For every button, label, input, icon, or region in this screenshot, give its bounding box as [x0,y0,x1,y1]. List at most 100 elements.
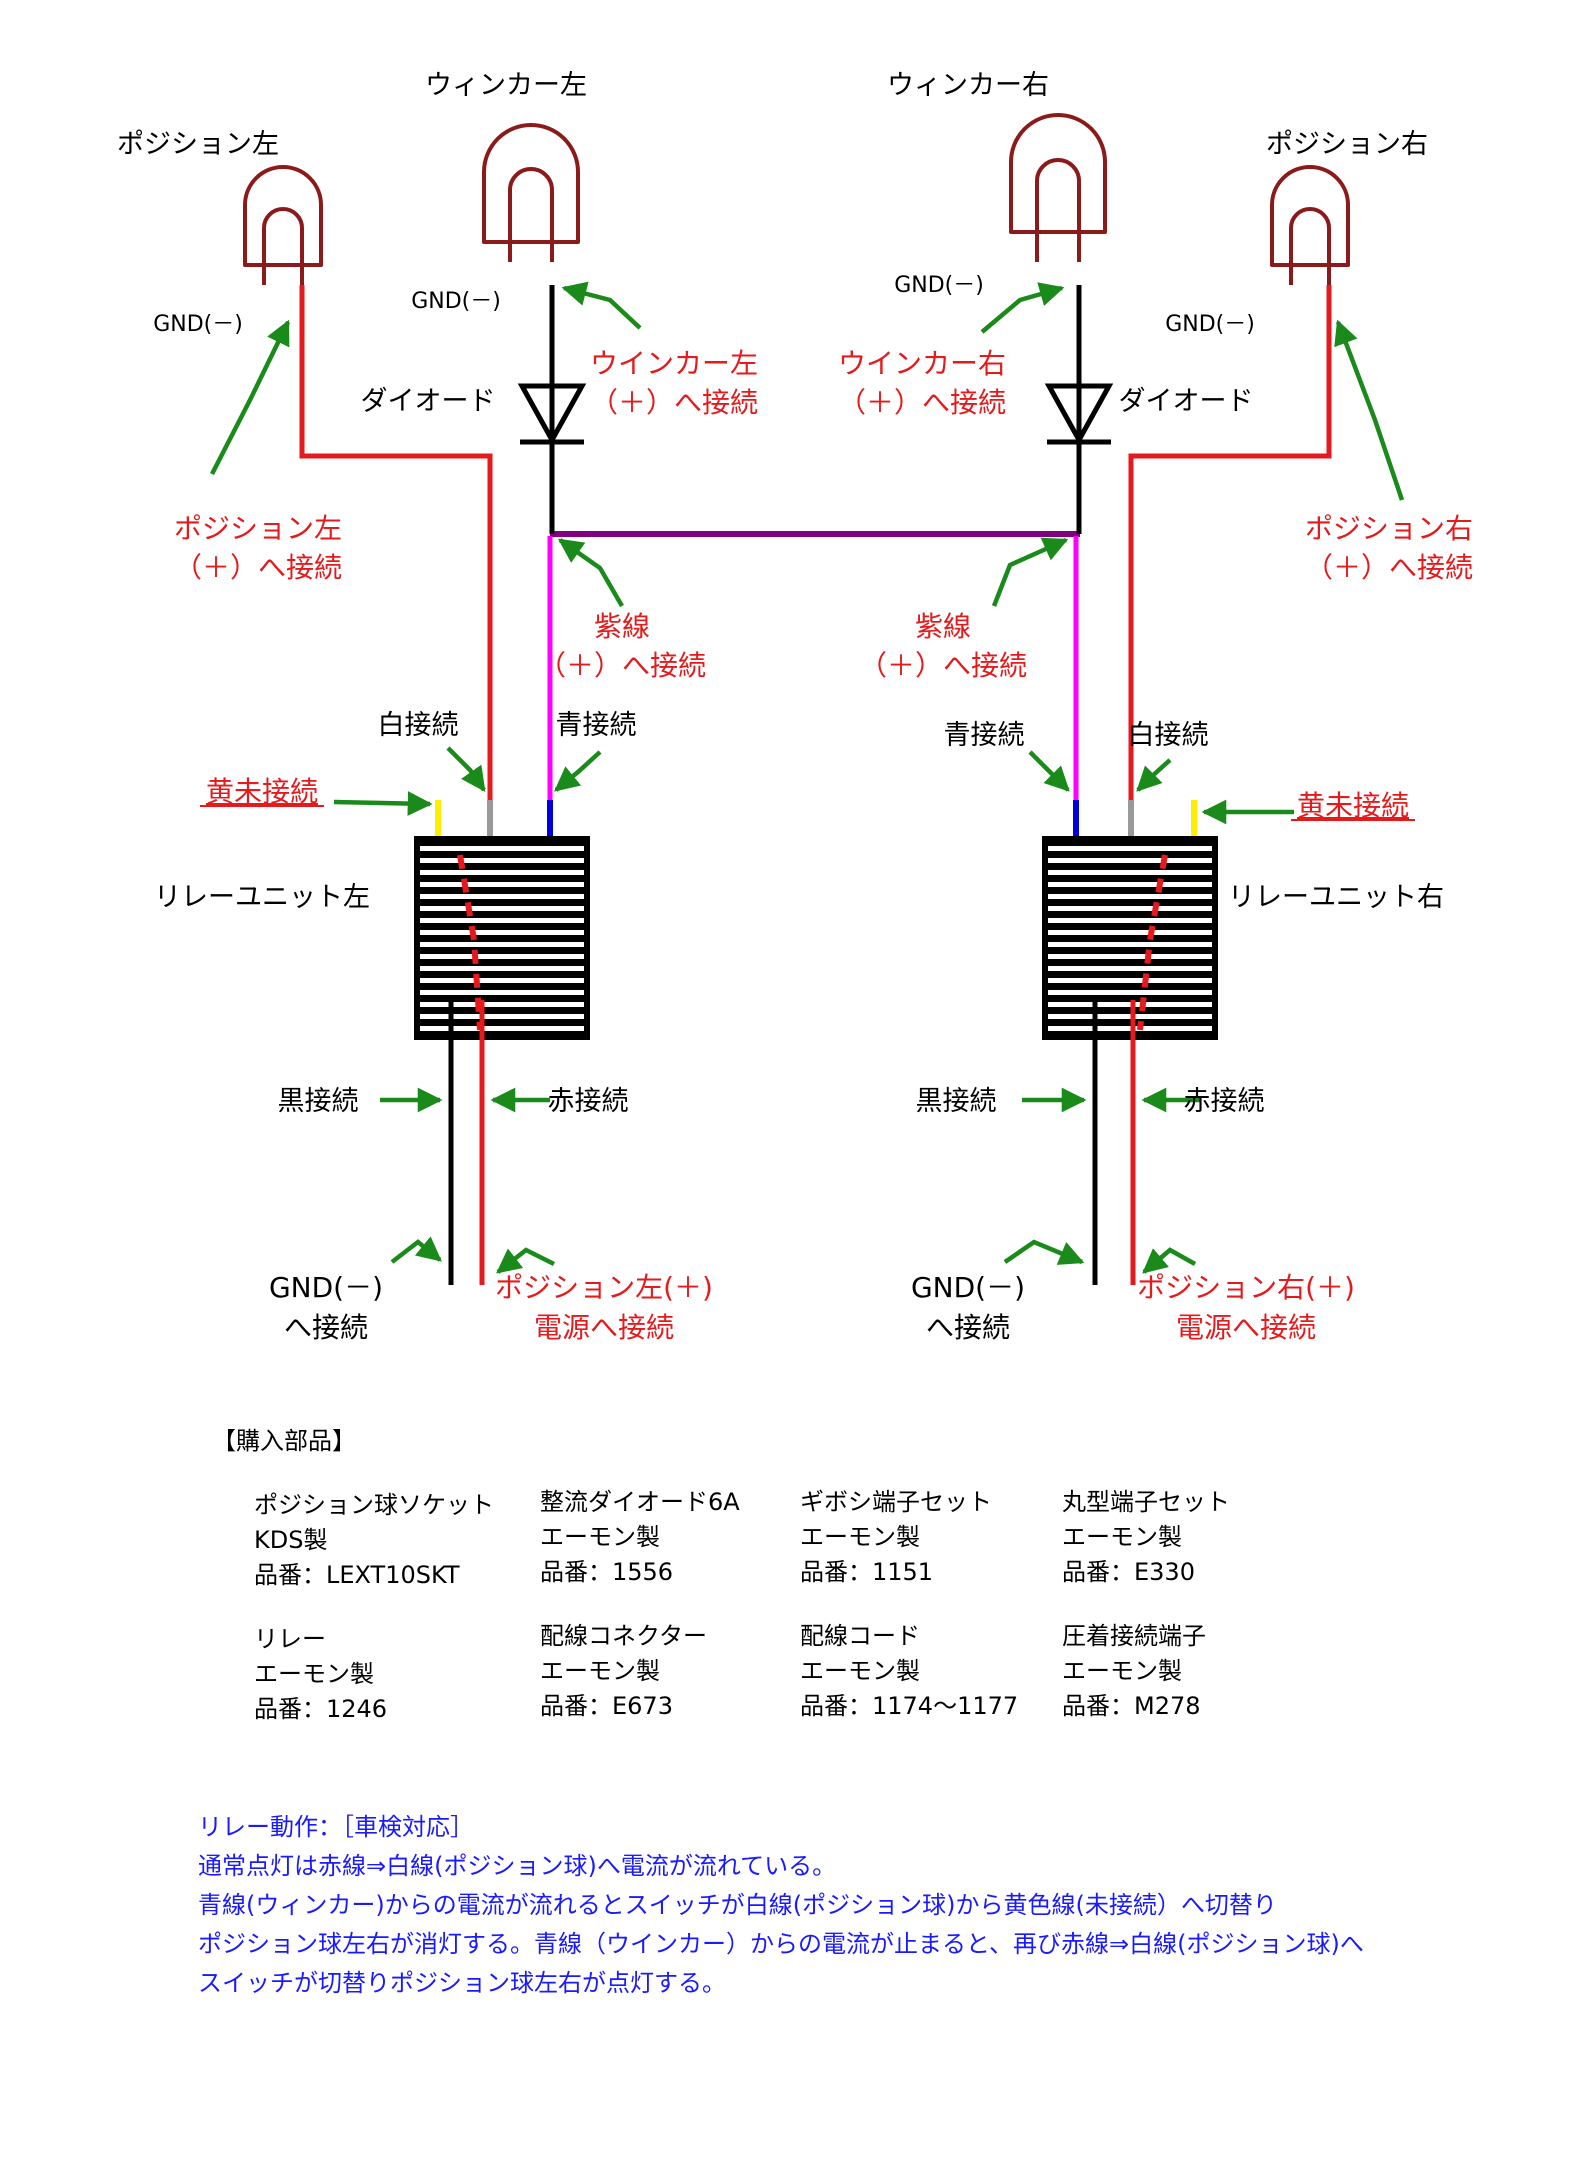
gnd-bottom-left-1: GND(－) [269,1271,383,1304]
power-right-2: 電源へ接続 [1176,1311,1316,1344]
yellow-label-right: 黄未接続 [1297,789,1409,822]
part-number: 品番：M278 [1062,1692,1201,1720]
red-label-right: 赤接続 [1184,1086,1265,1117]
part-number: 品番：LEXT10SKT [254,1561,460,1589]
red-wire-left [299,285,493,822]
gnd-bottom-right-2: へ接続 [926,1311,1010,1344]
part-maker: エーモン製 [1062,1657,1182,1685]
power-right-1: ポジション右(＋) [1137,1271,1355,1304]
arrow-blue-left [554,750,602,792]
part-maker: エーモン製 [800,1657,920,1685]
diode-right-icon [1044,383,1114,534]
arrow-power-left [496,1247,556,1274]
arrow-purple-left [557,538,624,608]
blue-label-left: 青接続 [556,710,637,741]
arrow-purple-right [991,537,1069,607]
gnd-winker-right: GND(－) [894,273,984,298]
white-label-left: 白接続 [378,710,459,741]
conn-winker-right-2: （＋）へ接続 [838,386,1006,419]
arrow-power-right [1142,1247,1197,1274]
part-maker: エーモン製 [254,1660,374,1688]
part-number: 品番：E330 [1062,1558,1195,1586]
yellow-label-left: 黄未接続 [206,775,318,808]
gnd-position-left: GND(－) [153,312,243,337]
arrow-gnd-right [1003,1239,1085,1265]
label-position-right: ポジション右 [1266,129,1428,160]
white-label-right: 白接続 [1128,720,1209,751]
part-maker: エーモン製 [540,1657,660,1685]
conn-winker-right-1: ウインカー右 [838,347,1006,380]
arrow-white-right [1136,758,1172,792]
diode-left-icon [517,383,587,534]
gnd-bottom-right-1: GND(－) [911,1271,1025,1304]
power-left-2: 電源へ接続 [534,1311,674,1344]
gnd-winker-left: GND(－) [411,289,501,314]
part-name: ポジション球ソケット [254,1491,494,1519]
arrow-position-left [209,319,291,476]
red-label-left: 赤接続 [548,1086,629,1117]
part-maker: エーモン製 [800,1523,920,1551]
arrow-white-left [446,746,486,793]
relay-operation-note: リレー動作：［車検対応］ 通常点灯は赤線⇒白線(ポジション球)へ電流が流れている… [198,1808,1364,2003]
part-name: 丸型端子セット [1062,1488,1230,1516]
diode-label-left: ダイオード [361,386,496,417]
arrow-gnd-left [390,1236,442,1264]
part-name: リレー [254,1625,326,1653]
arrow-position-right [1334,319,1405,501]
black-label-left: 黒接続 [278,1086,359,1117]
note-line: 青線(ウィンカー)からの電流が流れるとスイッチが白線(ポジション球)から黄色線(… [198,1891,1277,1919]
power-left-1: ポジション左(＋) [495,1271,713,1304]
conn-purple-right-2: （＋）へ接続 [859,649,1027,682]
part-name: 配線コネクター [540,1622,708,1650]
bulb-winker-left-icon [482,123,580,262]
conn-winker-left-2: （＋）へ接続 [590,386,758,419]
part-number: 品番：1246 [254,1695,388,1723]
note-line: ポジション球左右が消灯する。青線（ウインカー）からの電流が止まると、再び赤線⇒白… [198,1930,1364,1958]
part-maker: エーモン製 [1062,1523,1182,1551]
part-number: 品番：1556 [540,1558,674,1586]
conn-position-left-1: ポジション左 [174,512,342,545]
diode-label-right: ダイオード [1119,386,1254,417]
arrow-winker-left [561,281,642,330]
gnd-bottom-left-2: へ接続 [284,1311,368,1344]
part-name: 配線コード [800,1622,920,1650]
relay-label-right: リレーユニット右 [1228,882,1444,913]
arrow-blue-right [1028,750,1070,792]
relay-unit-left-icon [414,836,590,1040]
conn-position-right-1: ポジション右 [1305,512,1473,545]
arrow-winker-right [980,282,1065,334]
part-name: ギボシ端子セット [800,1488,992,1516]
bulb-winker-right-icon [1009,113,1107,262]
blue-label-right: 青接続 [944,720,1025,751]
conn-purple-right-1: 紫線 [915,610,971,643]
part-name: 整流ダイオード6A [540,1488,740,1516]
label-winker-right: ウィンカー右 [887,70,1049,101]
part-number: 品番：1174～1177 [800,1692,1019,1720]
label-winker-left: ウィンカー左 [425,70,587,101]
relay-unit-right-icon [1042,836,1218,1040]
part-number: 品番：E673 [540,1692,673,1720]
conn-purple-left-1: 紫線 [594,610,650,643]
black-label-right: 黒接続 [916,1086,997,1117]
gnd-position-right: GND(－) [1165,312,1255,337]
label-position-left: ポジション左 [117,129,279,160]
part-maker: KDS製 [254,1526,328,1554]
parts-heading: 【購入部品】 [212,1427,356,1455]
red-wire-right [1128,285,1332,822]
arrow-yellow-left [333,791,433,816]
note-line: リレー動作：［車検対応］ [198,1813,474,1841]
relay-label-left: リレーユニット左 [154,882,370,913]
note-line: 通常点灯は赤線⇒白線(ポジション球)へ電流が流れている。 [198,1852,837,1880]
bulb-position-left-icon [243,165,323,285]
conn-position-left-2: （＋）へ接続 [174,551,342,584]
part-maker: エーモン製 [540,1523,660,1551]
conn-purple-left-2: （＋）へ接続 [538,649,706,682]
bulb-position-right-icon [1270,165,1350,285]
note-line: スイッチが切替りポジション球左右が点灯する。 [198,1969,726,1997]
conn-winker-left-1: ウインカー左 [590,347,758,380]
part-number: 品番：1151 [800,1558,934,1586]
conn-position-right-2: （＋）へ接続 [1305,551,1473,584]
part-name: 圧着接続端子 [1062,1622,1206,1650]
